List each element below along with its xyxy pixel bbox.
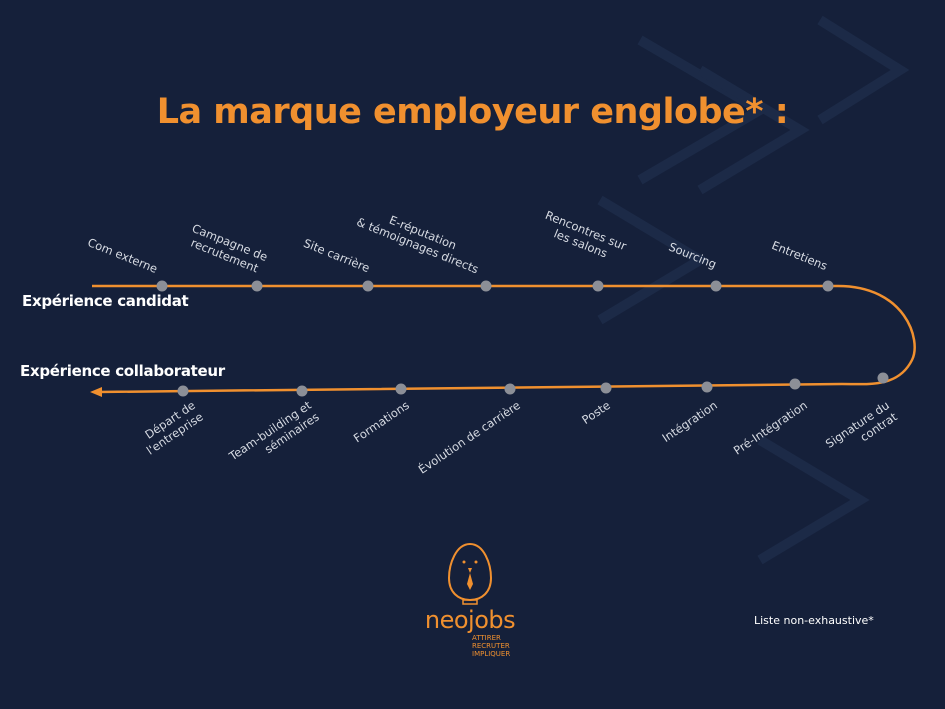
journey-line	[92, 284, 916, 394]
step-node	[480, 280, 492, 292]
step-node	[592, 280, 604, 292]
step-node	[600, 382, 612, 394]
step-node	[710, 280, 722, 292]
step-node	[296, 385, 308, 397]
footnote: Liste non-exhaustive*	[754, 614, 874, 627]
step-node	[395, 383, 407, 395]
brand-tagline: ATTIRER RECRUTER IMPLIQUER	[405, 634, 535, 658]
arrow-left-icon	[90, 387, 102, 397]
step-node	[877, 372, 889, 384]
candidate-track-label: Expérience candidat	[22, 292, 189, 310]
step-node	[177, 385, 189, 397]
step-node	[701, 381, 713, 393]
employee-track-label: Expérience collaborateur	[20, 362, 225, 380]
step-node	[789, 378, 801, 390]
brand-name: neojobs	[424, 606, 516, 634]
step-node	[822, 280, 834, 292]
page-title: La marque employeur englobe* :	[156, 92, 789, 132]
egg-mascot-icon	[447, 542, 493, 605]
tagline-line: ATTIRER	[472, 634, 501, 642]
tagline-line: RECRUTER	[472, 642, 510, 650]
tagline-line: IMPLIQUER	[472, 650, 511, 658]
neojobs-logo: neojobs ATTIRER RECRUTER IMPLIQUER	[405, 540, 535, 658]
step-node	[504, 383, 516, 395]
step-node	[362, 280, 374, 292]
step-node	[251, 280, 263, 292]
step-node	[156, 280, 168, 292]
